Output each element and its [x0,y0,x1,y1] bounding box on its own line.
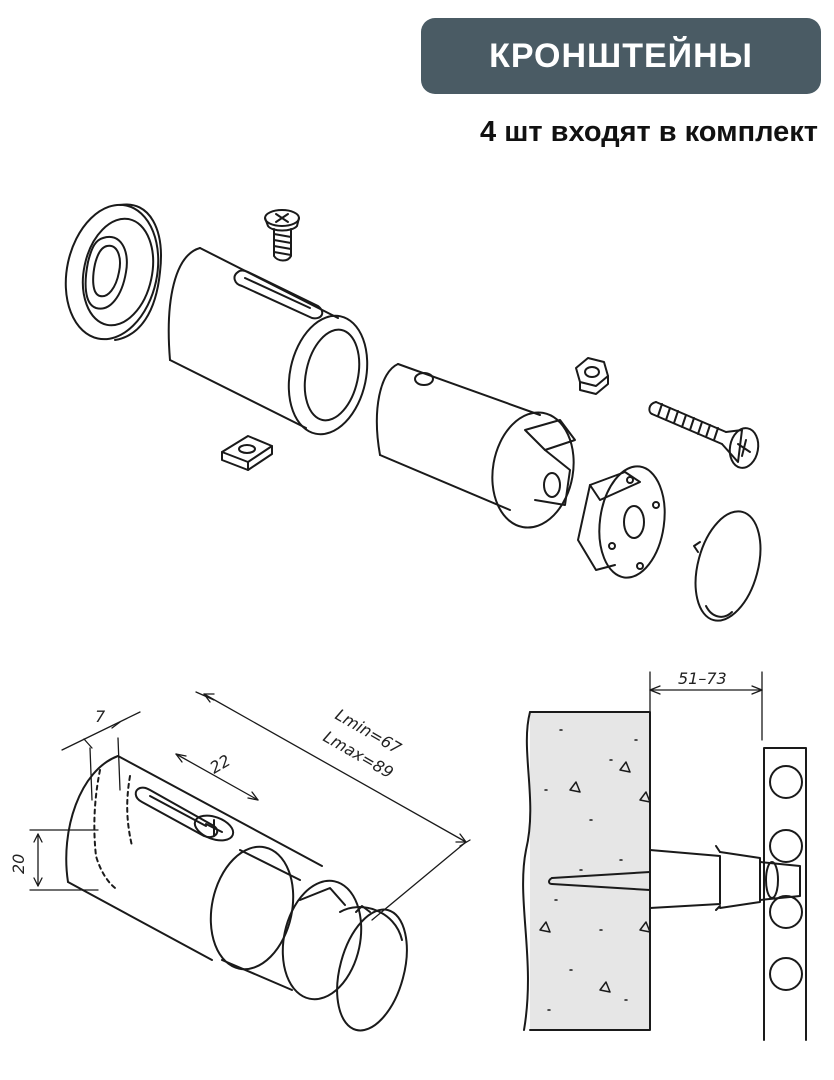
title-badge: КРОНШТЕЙНЫ [421,18,821,94]
wall-flange [577,465,666,579]
wall-texture [539,729,651,1011]
small-screw [264,209,300,262]
page-title: КРОНШТЕЙНЫ [489,36,753,75]
assembled-view [29,691,471,1032]
dim-wall-offset: 51–73 [678,669,727,688]
dimension-offset [649,671,763,741]
dim-slot-width: 7 [95,707,106,726]
section-view [522,671,807,1041]
cover-cap [693,510,762,622]
end-cap-ring [64,203,162,341]
dim-diameter: 20 [9,854,28,874]
dimension-lines [29,691,471,921]
kit-subtitle: 4 шт входят в комплект [480,116,818,148]
square-nut [221,435,273,471]
outer-cylinder [167,247,369,436]
hex-nut [575,357,609,395]
inner-sleeve [375,363,576,529]
exploded-view [64,203,762,622]
long-screw [648,401,760,469]
